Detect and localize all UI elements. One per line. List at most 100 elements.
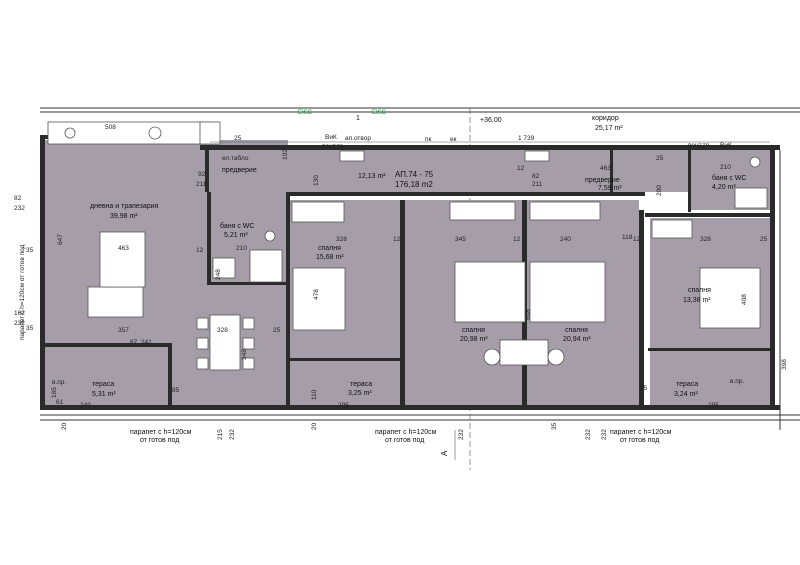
dim-249: 249: [80, 402, 91, 409]
parapet-2-line1: парапет с h=120см: [375, 429, 437, 436]
desk-chair-2: [547, 348, 565, 366]
bed4-name: спалня: [688, 287, 711, 294]
ap-otvor-label: ап.отвор: [345, 135, 371, 142]
terrace2-area-label: 3,25 m²: [348, 390, 372, 397]
desk-chair-1: [483, 348, 501, 366]
pk-label: пк: [425, 136, 432, 143]
bed3-area-label: 20,94 m²: [563, 336, 591, 343]
bath-left-area-label: 5,21 m²: [224, 232, 248, 239]
dining-table: [209, 314, 241, 371]
terrace3-area: [650, 350, 770, 408]
terrace2-name: тераса: [350, 381, 372, 388]
sink-icon: [64, 127, 76, 139]
vent-label-2: вент.тр.: [688, 142, 711, 149]
dim-20-a: 20: [61, 422, 68, 430]
dim-508: 508: [105, 124, 116, 131]
hall-left-name: предверие: [222, 167, 257, 174]
eisc-label-2: EISC: [372, 110, 387, 116]
chair-4: [242, 317, 255, 330]
bed2-wardrobe: [449, 201, 516, 221]
dim-25-a: 25: [273, 327, 281, 334]
section-marker: 1: [356, 115, 360, 122]
bed2-area-label: 20,98 m²: [460, 336, 488, 343]
washbasin-left: [212, 257, 236, 279]
bed3-bed: [529, 261, 606, 323]
dim-232-b: 232: [14, 320, 25, 327]
eisc-label-1: EISC: [298, 110, 313, 116]
dim-82: 82: [14, 195, 22, 202]
room-labels: дневна и трапезария 39,98 m² предверие 1…: [90, 110, 746, 456]
dim-12-a: 12: [196, 247, 204, 254]
chair-5: [242, 337, 255, 350]
hall-right-name: предверие: [585, 177, 620, 184]
dim-12-b: 12: [393, 236, 401, 243]
dim-35-a: 35: [26, 247, 34, 254]
dim-165: 165: [51, 387, 58, 398]
parapet-1-line2: от готов под: [140, 437, 179, 444]
terrace1-area: [45, 345, 170, 408]
dim-295-b: 295: [708, 402, 719, 409]
vent-label-1: вент.тр.: [322, 143, 345, 150]
dim-87-a: 87: [130, 339, 138, 346]
dim-248: 248: [215, 269, 222, 280]
dim-210-right: 210: [720, 164, 731, 171]
chair-2: [196, 337, 209, 350]
toilet-left: [264, 230, 276, 242]
bed2-name: спалня: [462, 327, 485, 334]
bed1-bed: [292, 267, 346, 331]
corridor-area-label: 25,17 m²: [595, 125, 623, 132]
fridge-icon: [199, 121, 221, 145]
dim-12-d: 12: [633, 236, 641, 243]
dim-608: 608: [525, 309, 532, 320]
dimensions: 1 739 25 508 463 463 357 328 328 345 240…: [14, 124, 788, 440]
living-room-area-label: 39,98 m²: [110, 213, 138, 220]
room-fills: [45, 140, 770, 408]
dim-232-a: 232: [14, 205, 25, 212]
parapet-1-line1: парапет с h=120см: [130, 429, 192, 436]
hall-right-area-label: 7,59 m²: [598, 185, 622, 192]
living-room-name: дневна и трапезария: [90, 203, 159, 210]
terrace1-name: тераса: [92, 381, 114, 388]
dim-210: 210: [236, 245, 247, 252]
dim-25-top: 25: [234, 135, 242, 142]
vik-label-1: ВиК: [325, 134, 337, 141]
dim-25-b: 25: [760, 236, 768, 243]
dim-200: 200: [656, 185, 663, 196]
dim-35-c: 35: [551, 422, 558, 430]
bed4-bed: [699, 267, 761, 329]
ek-label: ек: [450, 136, 457, 143]
desk: [499, 339, 549, 366]
shower-left: [249, 249, 283, 283]
bed1-area-label: 15,68 m²: [316, 254, 344, 261]
dim-162: 162: [14, 310, 25, 317]
hall-area: [205, 150, 690, 192]
dim-295-a: 295: [338, 402, 349, 409]
bath-right-name: баня с WC: [712, 174, 746, 182]
dim-232-c: 232: [229, 429, 236, 440]
washbasin-hall: [339, 150, 365, 162]
dim-102: 102: [282, 149, 289, 160]
dim-328-a: 328: [217, 327, 228, 334]
dim-25-c: 25: [656, 155, 664, 162]
dim-85-a: 85: [172, 387, 180, 394]
dim-12-c: 12: [513, 236, 521, 243]
apartment-area: 176,18 m2: [395, 180, 433, 189]
dim-top-total: 1 739: [518, 135, 535, 142]
sofa: [87, 286, 144, 318]
toilet-right: [749, 156, 761, 168]
walls: [40, 135, 780, 410]
chair-3: [196, 357, 209, 370]
dim-118: 118: [622, 234, 633, 241]
bed1-name: спалня: [318, 245, 341, 252]
dim-240: 240: [560, 236, 571, 243]
bathtub-right: [734, 187, 768, 209]
parapet-3-line2: от готов под: [620, 437, 659, 444]
apartment-code: АП.74 - 75: [395, 170, 434, 179]
dim-478: 478: [313, 289, 320, 300]
bed1-wardrobe: [291, 201, 345, 223]
bath-right-area-label: 4,20 m²: [712, 184, 736, 191]
dim-345: 345: [455, 236, 466, 243]
bed3-name: спалня: [565, 327, 588, 334]
dim-463-left: 463: [118, 245, 129, 252]
vp-label-2: в.пр.: [730, 378, 744, 385]
